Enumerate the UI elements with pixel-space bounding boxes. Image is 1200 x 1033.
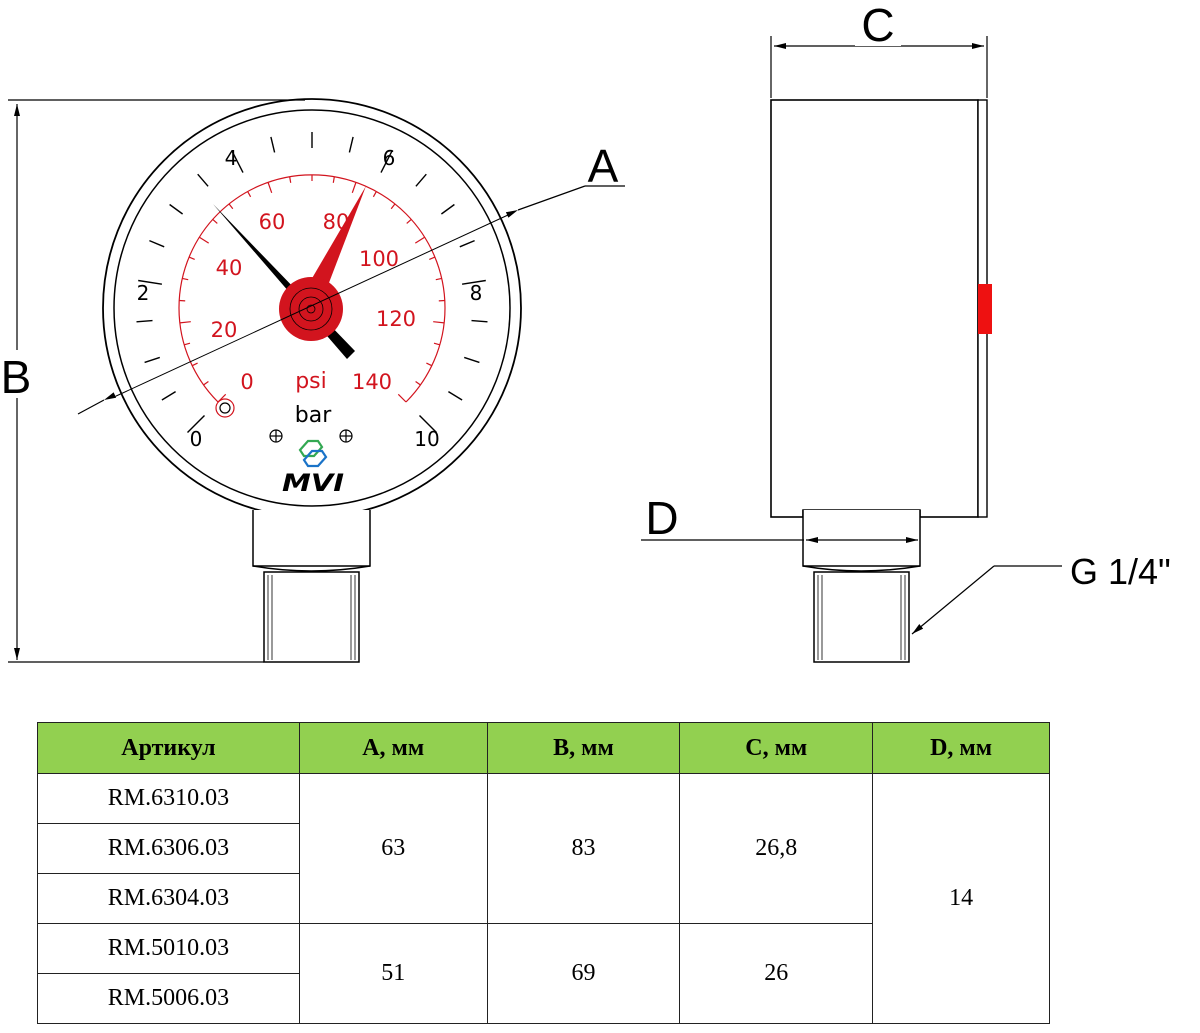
gauge-stem-side [802,509,921,663]
psi-label-20: 20 [211,318,238,342]
psi-tick [351,182,357,193]
psi-label-120: 120 [376,307,416,331]
psi-tick [289,176,292,183]
dim-label-d: D [645,492,678,544]
article-cell: RM.5010.03 [37,923,300,974]
cell-c-group1: 26,8 [679,773,874,924]
unit-bar-label: bar [295,403,332,428]
bar-tick [419,415,437,433]
header-a: A, мм [298,722,488,774]
pointer-hub [279,277,343,341]
cell-c-group2: 26 [679,923,874,1024]
cell-b-group2: 69 [486,923,681,1024]
table-row: RM.5010.03 51 69 26 [37,923,1050,1024]
gauge-side-view: C D G 1/4" [641,0,1171,663]
bar-tick [270,136,276,153]
bar-label-10: 10 [414,427,439,451]
technical-drawing: 0 2 4 6 8 10 0 20 40 60 80 100 120 140 p… [0,0,1171,663]
side-pointer-red [978,284,992,334]
table-header-row: Артикул A, мм B, мм C, мм D, мм [37,722,1050,774]
psi-tick [332,176,335,183]
dimension-a: A [77,140,625,415]
article-cell: RM.6306.03 [37,823,300,874]
bar-tick [187,415,205,433]
bar-label-8: 8 [470,281,483,305]
bar-label-0: 0 [190,427,203,451]
psi-tick [390,203,396,210]
header-article: Артикул [37,722,300,774]
header-d: D, мм [872,722,1050,774]
cell-b-group1: 83 [486,773,681,924]
psi-tick [228,203,234,210]
table-row: RM.5006.03 [37,973,1050,1024]
bar-tick [197,173,209,187]
bar-tick [380,150,393,173]
psi-tick [372,191,377,198]
unit-psi-label: psi [295,369,327,394]
bar-tick [231,150,244,173]
bar-tick [415,173,427,187]
bar-tick [348,136,354,153]
psi-label-40: 40 [216,256,243,280]
psi-label-140: 140 [352,370,392,394]
gauge-front-view: 0 2 4 6 8 10 0 20 40 60 80 100 120 140 p… [0,98,625,663]
brand-emblem-icon [298,439,328,468]
article-cell: RM.6304.03 [37,873,300,924]
dim-label-b: B [1,351,32,403]
gauge-stem-front [252,510,371,663]
article-cell: RM.6310.03 [37,773,300,824]
psi-label-0: 0 [240,370,253,394]
cell-a-group1: 63 [298,773,488,924]
table-row: RM.6306.03 [37,823,1050,874]
gauge-case-side [770,99,979,518]
article-cell: RM.5006.03 [37,973,300,1024]
dim-label-c: C [861,0,894,51]
psi-label-100: 100 [359,247,399,271]
specification-table: Артикул A, мм B, мм C, мм D, мм RM.6310.… [37,722,1050,1024]
table-row: RM.6304.03 [37,873,1050,924]
bar-label-4: 4 [225,146,238,170]
mounting-screw-right-icon [339,429,353,443]
brand-logo-text: MVI [282,469,344,497]
thread-size-label: G 1/4" [1070,551,1171,592]
cell-d-all: 14 [872,773,1050,1024]
dimension-b: B [0,99,305,663]
dimension-d: D [641,492,918,544]
psi-label-60: 60 [259,210,286,234]
dimension-c: C [770,0,988,98]
cell-a-group2: 51 [298,923,488,1024]
bar-label-6: 6 [383,146,396,170]
header-c: C, мм [679,722,874,774]
mounting-screw-left-icon [269,429,283,443]
header-b: B, мм [486,722,681,774]
psi-tick [267,182,273,193]
bar-label-2: 2 [137,281,150,305]
psi-tick [247,191,252,198]
table-row: RM.6310.03 63 83 26,8 14 [37,773,1050,1024]
thread-callout: G 1/4" [911,551,1171,635]
dim-label-a: A [588,140,619,192]
